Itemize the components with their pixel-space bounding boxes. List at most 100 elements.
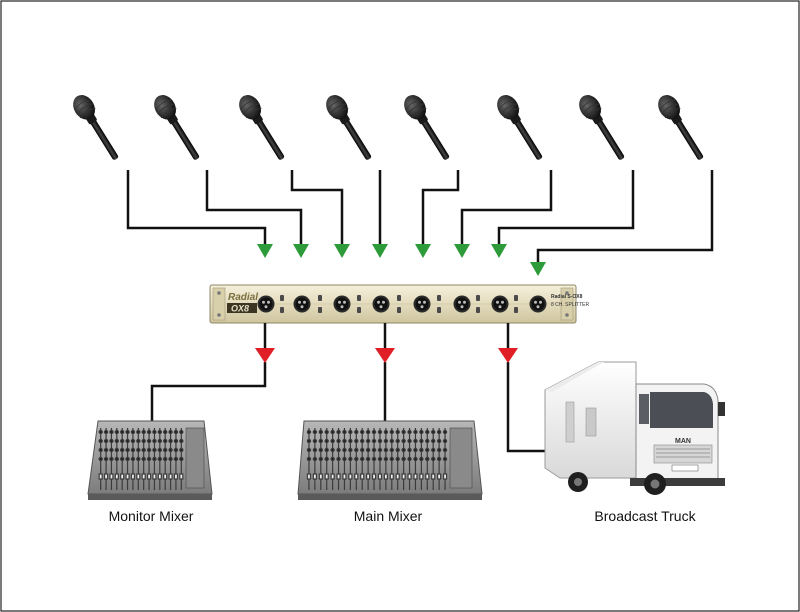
fader bbox=[336, 473, 341, 480]
knob bbox=[130, 438, 136, 444]
knob bbox=[318, 438, 323, 444]
knob bbox=[119, 447, 125, 453]
knob bbox=[365, 456, 371, 462]
knob bbox=[377, 429, 383, 435]
fader bbox=[383, 473, 388, 480]
knob bbox=[306, 456, 312, 462]
knob bbox=[330, 456, 335, 462]
xlr-jack-icon bbox=[413, 295, 431, 313]
knob bbox=[179, 429, 184, 435]
knob bbox=[109, 438, 114, 444]
fader bbox=[389, 473, 394, 480]
knob bbox=[395, 429, 400, 435]
knob bbox=[377, 438, 383, 444]
fader bbox=[318, 473, 323, 480]
microphone-icon bbox=[234, 90, 292, 165]
monitor-mixer-label: Monitor Mixer bbox=[109, 508, 194, 524]
input-wire-8 bbox=[536, 170, 714, 264]
knob bbox=[413, 438, 418, 444]
knob bbox=[371, 447, 377, 453]
fader bbox=[354, 473, 359, 480]
output-arrow-icon bbox=[375, 348, 395, 363]
knob bbox=[318, 429, 323, 435]
fader bbox=[152, 473, 157, 480]
fader bbox=[168, 473, 173, 480]
fader bbox=[425, 473, 430, 480]
knob bbox=[425, 456, 430, 462]
svg-text:8 CH. SPLITTER: 8 CH. SPLITTER bbox=[551, 302, 589, 308]
knob bbox=[431, 438, 436, 444]
knob bbox=[419, 438, 424, 444]
knob bbox=[168, 447, 173, 453]
input-arrow-icon bbox=[293, 244, 309, 258]
microphone-icon bbox=[492, 90, 550, 165]
knob bbox=[103, 447, 109, 453]
knob bbox=[168, 456, 173, 462]
knob bbox=[401, 447, 406, 453]
knob bbox=[306, 447, 312, 453]
knob bbox=[419, 429, 424, 435]
knob bbox=[141, 447, 146, 453]
fader bbox=[419, 473, 424, 480]
knob bbox=[442, 447, 448, 453]
knob bbox=[136, 438, 141, 444]
knob bbox=[157, 447, 163, 453]
knob bbox=[324, 447, 329, 453]
fader bbox=[109, 473, 114, 480]
knob bbox=[401, 429, 406, 435]
knob bbox=[431, 447, 436, 453]
knob bbox=[413, 447, 418, 453]
knob bbox=[173, 429, 179, 435]
knob bbox=[336, 447, 341, 453]
fader bbox=[413, 473, 418, 480]
knob bbox=[436, 438, 442, 444]
knob bbox=[119, 429, 125, 435]
fader bbox=[324, 473, 329, 480]
knob bbox=[360, 447, 365, 453]
xlr-jack-icon bbox=[491, 295, 509, 313]
knob bbox=[130, 429, 136, 435]
knob bbox=[173, 456, 179, 462]
xlr-jack-icon bbox=[257, 295, 275, 313]
knob bbox=[324, 438, 329, 444]
knob bbox=[179, 438, 184, 444]
knob bbox=[168, 438, 173, 444]
knob bbox=[125, 429, 130, 435]
output-arrow-icon bbox=[498, 348, 518, 363]
svg-text:Radial S-OX8: Radial S-OX8 bbox=[551, 294, 583, 300]
knob bbox=[98, 456, 103, 462]
knob bbox=[330, 447, 335, 453]
knob bbox=[436, 447, 442, 453]
knob bbox=[152, 429, 157, 435]
microphone-icon bbox=[399, 90, 457, 165]
microphone-icon bbox=[574, 90, 632, 165]
knob bbox=[306, 438, 312, 444]
input-wire-5 bbox=[421, 170, 460, 247]
knob bbox=[162, 447, 168, 453]
knob bbox=[395, 447, 400, 453]
knob bbox=[348, 438, 353, 444]
knob bbox=[377, 456, 383, 462]
knob bbox=[401, 456, 406, 462]
knob bbox=[173, 447, 179, 453]
knob bbox=[442, 438, 448, 444]
input-arrows bbox=[257, 244, 546, 276]
knob bbox=[360, 456, 365, 462]
input-arrow-icon bbox=[257, 244, 273, 258]
fader bbox=[371, 473, 377, 480]
knob bbox=[342, 429, 347, 435]
knob bbox=[168, 429, 173, 435]
knob bbox=[109, 447, 114, 453]
microphone-icon bbox=[653, 90, 711, 165]
knob bbox=[336, 438, 341, 444]
fader bbox=[141, 473, 146, 480]
knob bbox=[162, 429, 168, 435]
knob bbox=[141, 429, 146, 435]
knob bbox=[312, 429, 318, 435]
knob bbox=[119, 438, 125, 444]
knob bbox=[407, 429, 412, 435]
knob bbox=[395, 456, 400, 462]
knob bbox=[312, 438, 318, 444]
